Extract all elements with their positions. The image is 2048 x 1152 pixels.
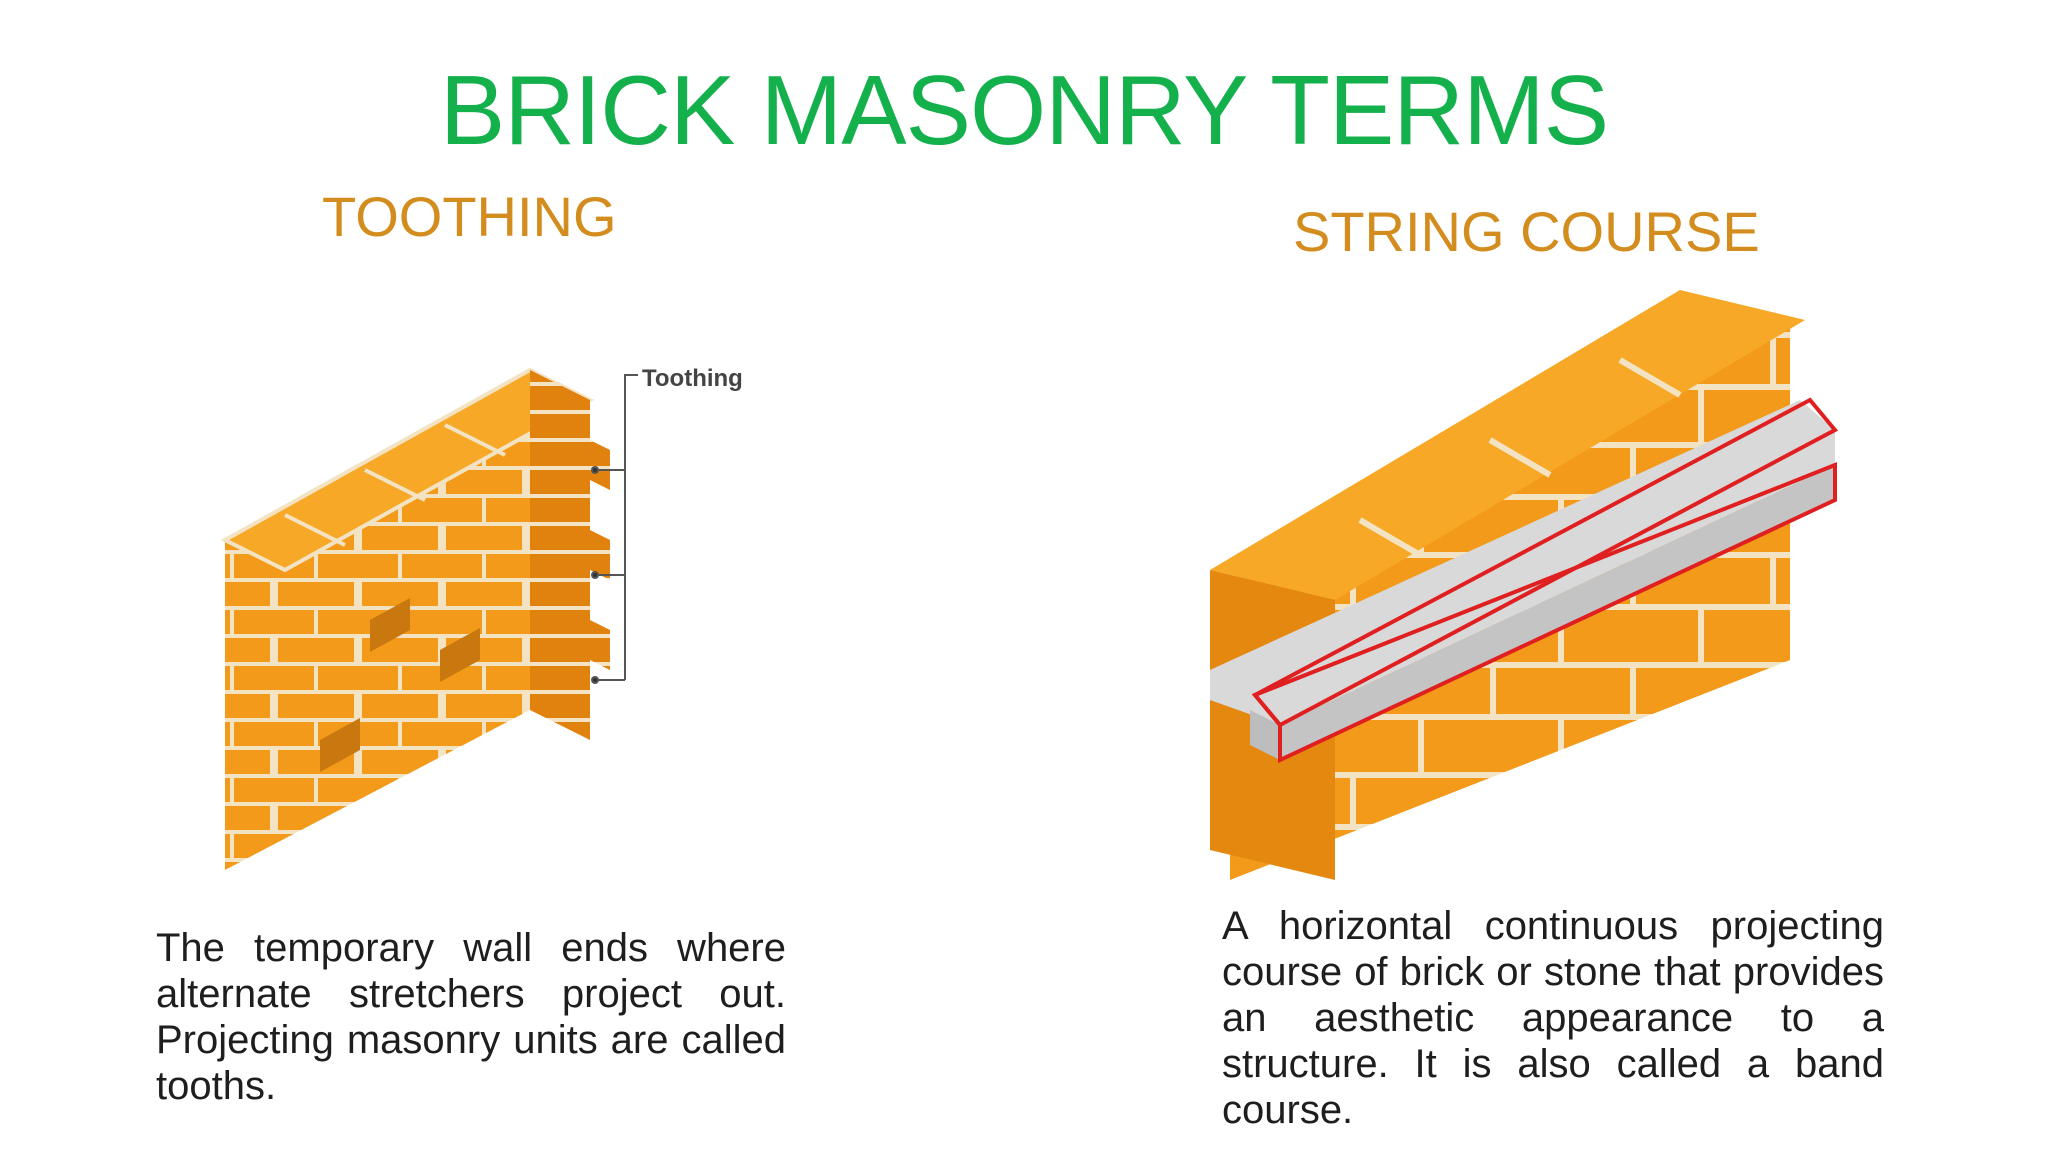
toothing-heading: TOOTHING (322, 185, 617, 248)
toothing-callout-label: Toothing (642, 365, 743, 392)
brick-wall (220, 367, 610, 870)
toothing-callout (591, 374, 638, 684)
string-course-illustration (1210, 290, 1839, 880)
string-course-description: A horizontal continuous projecting cours… (1222, 904, 1884, 1132)
string-course-band (1210, 397, 1839, 764)
string-course-heading: STRING COURSE (1293, 200, 1760, 263)
toothing-description: The temporary wall ends where alternate … (156, 926, 786, 1108)
slide-title: BRICK MASONRY TERMS (439, 55, 1609, 165)
toothing-illustration: Toothing (220, 365, 743, 870)
